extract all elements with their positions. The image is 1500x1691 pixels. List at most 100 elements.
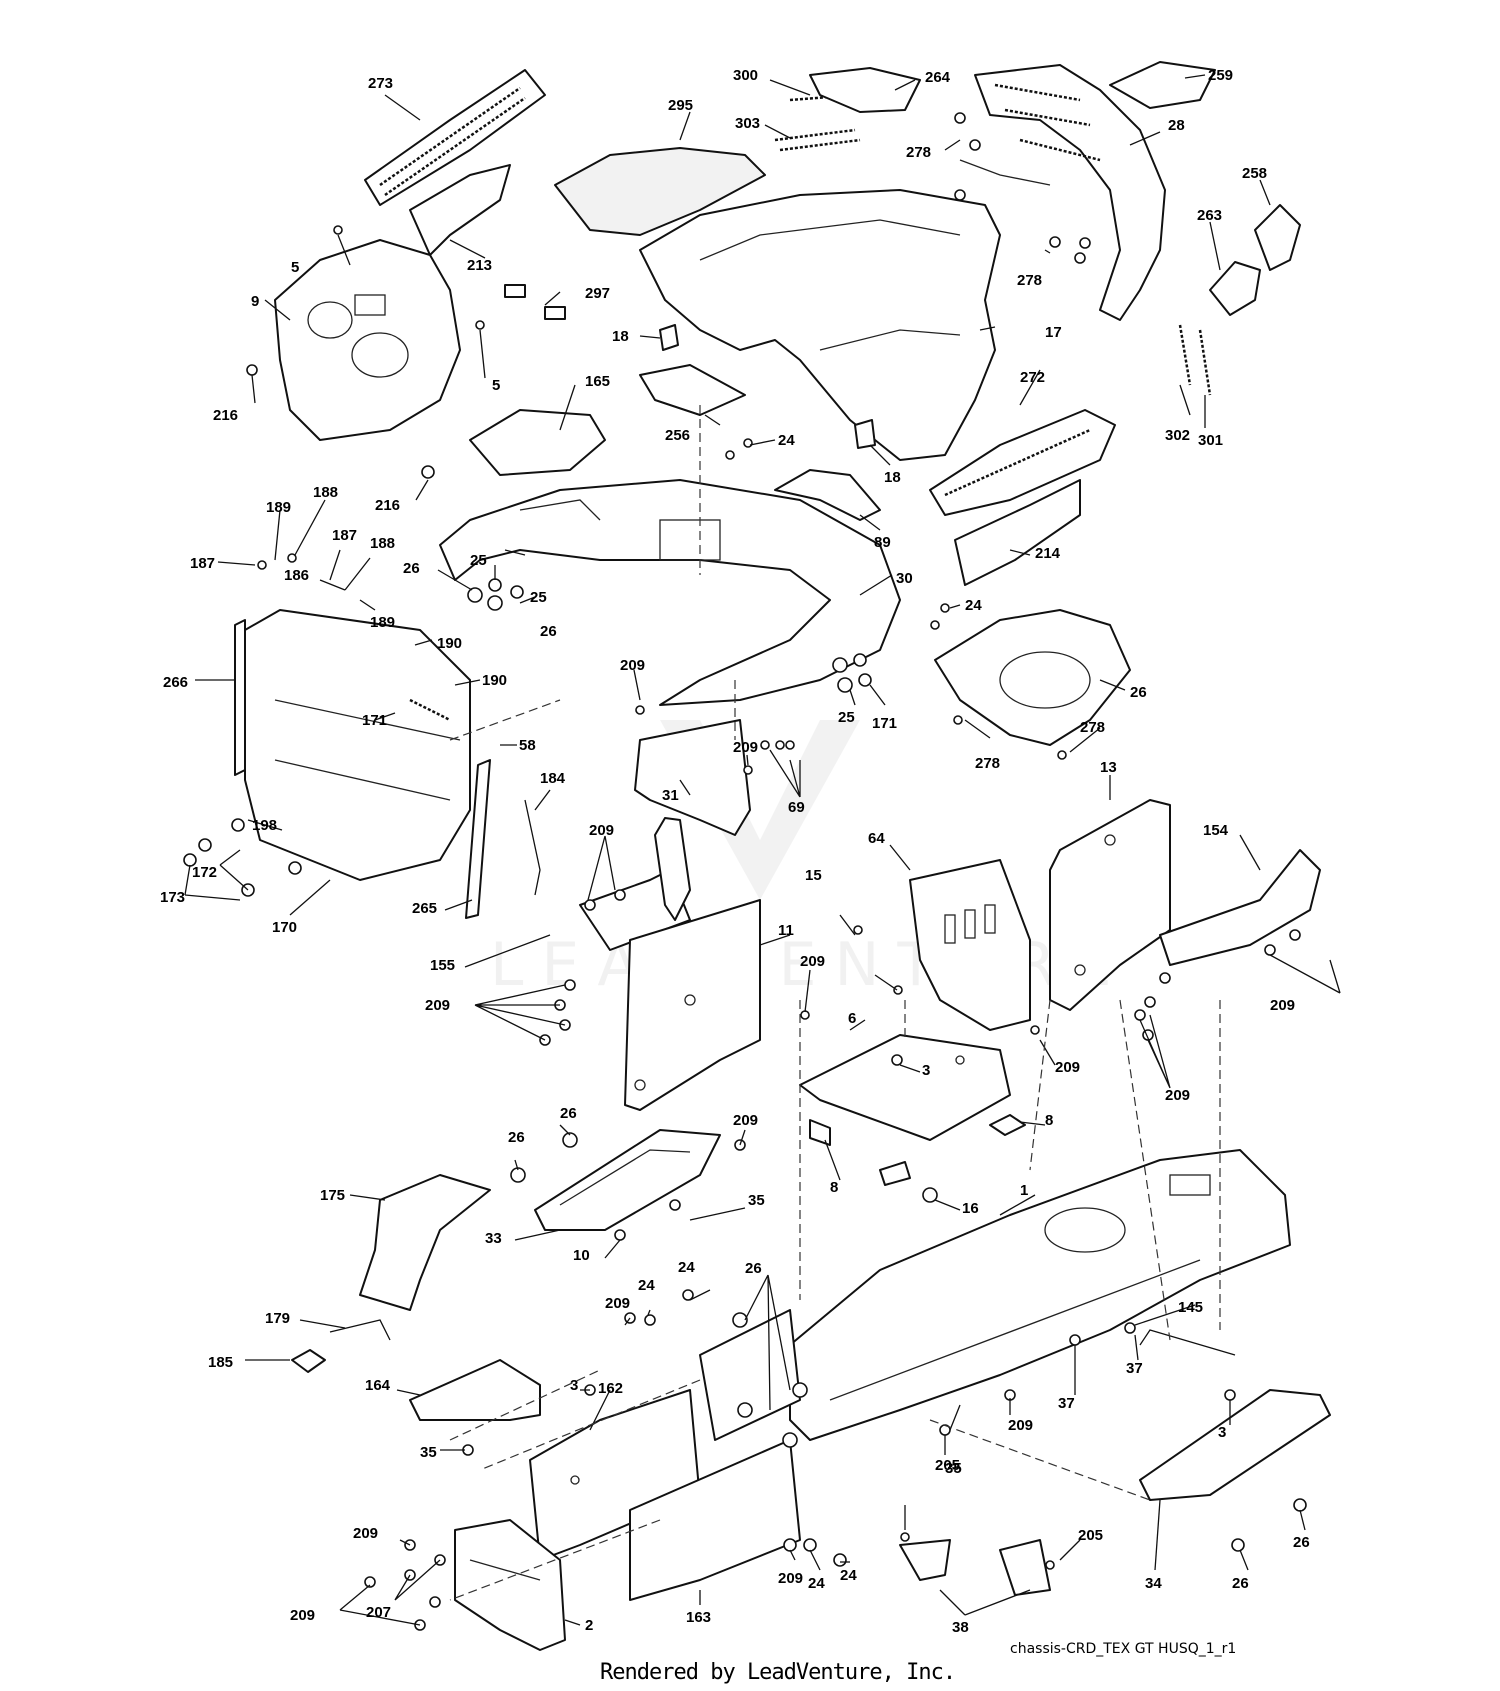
callout: 26 [560, 1105, 577, 1122]
callout: 25 [838, 709, 855, 726]
callout: 170 [272, 919, 297, 936]
callout: 6 [848, 1010, 856, 1027]
callout: 209 [605, 1295, 630, 1312]
part-64-plate [909, 859, 1031, 1031]
hardware [183, 112, 1307, 1631]
callout: 31 [662, 787, 679, 804]
callout: 11 [778, 922, 794, 939]
callout: 18 [612, 328, 629, 345]
callout: 30 [896, 570, 913, 587]
callout: 189 [266, 499, 291, 516]
part-256-cover [639, 364, 746, 416]
callout: 26 [1232, 1575, 1249, 1592]
callout: 209 [290, 1607, 315, 1624]
part-13-side-panel [1049, 799, 1171, 1011]
part-34-bumper [1139, 1389, 1331, 1501]
callout: 297 [585, 285, 610, 302]
callout: 188 [313, 484, 338, 501]
callout: 209 [778, 1570, 803, 1587]
callout: 155 [430, 957, 455, 974]
callout: 28 [1168, 117, 1185, 134]
callout: 25 [470, 552, 487, 569]
callout: 209 [1055, 1059, 1080, 1076]
callout: 37 [1126, 1360, 1143, 1377]
callout: 258 [1242, 165, 1267, 182]
callout: 24 [638, 1277, 655, 1294]
callout: 264 [925, 69, 951, 86]
callout: 187 [332, 527, 357, 544]
part-265-trim [465, 759, 491, 919]
callout: 16 [962, 1200, 979, 1217]
part-184-rod [524, 799, 541, 896]
callout: 209 [800, 953, 825, 970]
callout: 278 [1080, 719, 1105, 736]
callout: 259 [1208, 67, 1233, 84]
callout: 303 [735, 115, 760, 132]
callout: 17 [1045, 324, 1062, 341]
part-263-light [1209, 261, 1261, 316]
callout: 273 [368, 75, 393, 92]
part-302-strip [1178, 324, 1192, 386]
callout: 187 [190, 555, 215, 572]
part-170-dash-frame [244, 609, 471, 881]
callout: 171 [362, 712, 387, 729]
callout: 35 [945, 1460, 962, 1477]
part-185-pedal [291, 1349, 326, 1373]
callout: 175 [320, 1187, 345, 1204]
callout: 18 [884, 469, 901, 486]
callout: 24 [965, 597, 982, 614]
callout: 173 [160, 889, 185, 906]
part-179-rod [329, 1319, 391, 1341]
part-38-bracket-b [999, 1539, 1051, 1596]
part-297-clip-b [544, 306, 566, 320]
callout: 278 [975, 755, 1000, 772]
callout: 26 [540, 623, 557, 640]
part-300-vent [789, 93, 856, 102]
callout: 154 [1203, 822, 1229, 839]
callout: 26 [745, 1260, 762, 1277]
part-264-cap [809, 67, 921, 113]
callout: 3 [922, 1062, 930, 1079]
callout: 265 [412, 900, 437, 917]
callout: 295 [668, 97, 693, 114]
callout: 272 [1020, 369, 1045, 386]
callout: 216 [213, 407, 238, 424]
part-301-strip [1198, 329, 1212, 396]
callout: 5 [291, 259, 299, 276]
callout: 24 [808, 1575, 825, 1592]
part-154-hitch [1159, 849, 1321, 966]
part-18-tab-a [659, 324, 679, 351]
callout: 188 [370, 535, 395, 552]
callout: 190 [482, 672, 507, 689]
part-165-cup-holder [469, 409, 606, 476]
callout: 266 [163, 674, 188, 691]
callout: 15 [805, 867, 822, 884]
callout: 205 [935, 1457, 960, 1474]
callout: 9 [251, 293, 259, 310]
callout: 302 [1165, 427, 1190, 444]
callout: 37 [1058, 1395, 1075, 1412]
callout: 207 [366, 1604, 391, 1621]
callout: 263 [1197, 207, 1222, 224]
part-lever-arm [654, 817, 691, 921]
callout: 26 [1130, 684, 1147, 701]
part-58-battery-tray [934, 609, 1131, 746]
part-18-tab-b [854, 419, 876, 449]
part-31-bracket [634, 719, 751, 836]
callout: 33 [485, 1230, 502, 1247]
part-9-dash-panel [274, 239, 461, 441]
part-295-hood-cap [554, 147, 766, 236]
part-8-clip-a [989, 1114, 1026, 1136]
callout: 8 [1045, 1112, 1053, 1129]
callout: 209 [733, 739, 758, 756]
callout: 179 [265, 1310, 290, 1327]
part-297-clip-a [504, 284, 526, 298]
callout: 278 [906, 144, 931, 161]
part-28-front-shroud [959, 64, 1166, 321]
part-shapes [234, 61, 1331, 1651]
callout: 26 [403, 560, 420, 577]
render-credit: Rendered by LeadVenture, Inc. [600, 1660, 956, 1685]
callout: 58 [519, 737, 536, 754]
callout: 3 [570, 1377, 578, 1394]
